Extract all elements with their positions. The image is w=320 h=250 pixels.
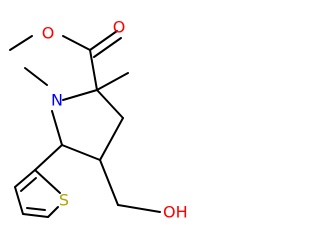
bond-c2-n (62, 89, 98, 101)
bond-c4-c5 (61, 144, 101, 161)
atom-label-hydroxyl: OH (163, 203, 188, 222)
bond-methyl-oester (9, 35, 33, 51)
bond-th-c2-c3-inner (20, 177, 37, 192)
bond-c4-ch2 (99, 159, 119, 206)
bond-c3-c4 (99, 117, 124, 161)
atom-label-carbonyl-oxygen: O (113, 18, 126, 37)
bond-c5-thiophene (34, 144, 63, 171)
bond-th-s-c2 (34, 169, 61, 194)
bond-carbonyl-double-a (89, 30, 118, 51)
bond-th-c5-s (47, 206, 59, 218)
bond-th-c3-c4 (14, 186, 24, 215)
atom-label-ring-nitrogen: N (51, 91, 63, 110)
atom-label-thiophene-sulfur: S (59, 191, 69, 210)
atom-labels: O O N S OH (42, 18, 188, 222)
bond-n-c5 (51, 110, 63, 146)
bond-th-c4-c5-inner (26, 207, 46, 211)
molecule-structure: O O N S OH (9, 18, 188, 222)
bond-carbonyl-double-b (93, 37, 122, 58)
bond-n-methyl (24, 67, 48, 86)
bond-oester-carbonyl (62, 35, 91, 51)
bond-ch2-oh (117, 204, 161, 213)
bond-carbonyl-c2 (89, 49, 98, 91)
bond-th-c4-c5 (22, 213, 49, 218)
bond-c2-methyl (96, 72, 129, 91)
atom-label-ester-oxygen: O (42, 24, 55, 43)
bond-th-c2-c3 (14, 169, 36, 188)
bonds (9, 30, 161, 218)
bond-c2-c3 (96, 89, 124, 119)
